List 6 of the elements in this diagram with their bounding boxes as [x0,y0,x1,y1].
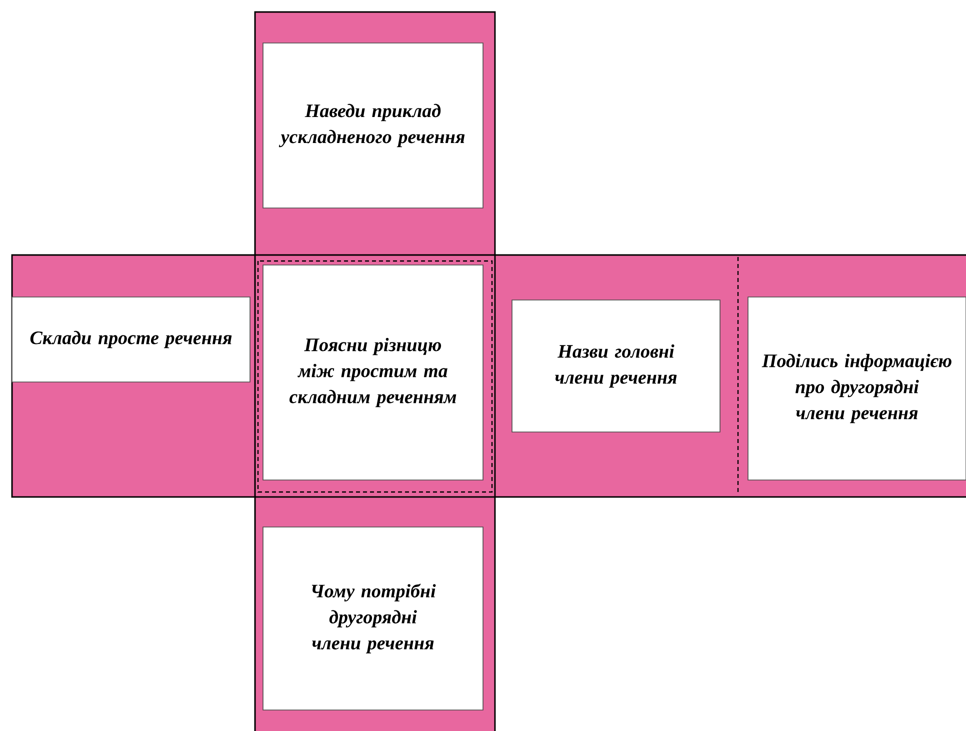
text-box: Склади просте речення [12,296,250,382]
text-box: Поділись інформацією про другорядні члени речення [748,296,966,480]
text-box: Чому потрібні другорядні члени речення [262,526,484,710]
text-box: Назви головні члени речення [512,300,720,432]
text-box: Наведи приклад ускладненого речення [262,42,484,208]
text-box: Поясни різницю між простим та складним реченням [262,264,484,480]
